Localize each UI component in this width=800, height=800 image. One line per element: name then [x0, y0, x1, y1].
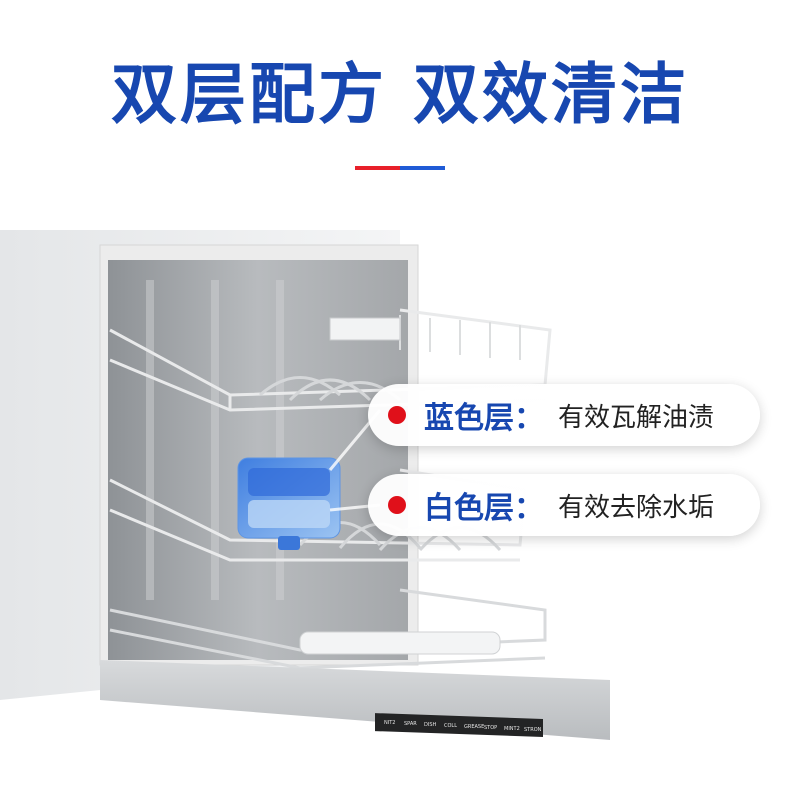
callout-blue-layer: 蓝色层： 有效瓦解油渍	[368, 384, 760, 446]
callout-label: 蓝色层：	[424, 401, 544, 436]
headline: 双层配方 双效清洁	[111, 56, 689, 133]
panel-button-label: GREASE	[464, 724, 484, 730]
panel-button-label: NIT2	[384, 720, 395, 726]
accent-bar-blue	[400, 166, 445, 170]
callout-label: 白色层：	[424, 491, 544, 526]
control-panel-labels: NIT2 SPAR DISH COLL GREASE STOP MINT2 ST…	[384, 720, 542, 733]
callout-white-layer: 白色层： 有效去除水垢	[368, 474, 760, 536]
panel-button-label: DISH	[424, 722, 436, 728]
detergent-tablet	[237, 457, 341, 550]
accent-bar	[355, 166, 445, 170]
panel-button-label: STRON	[524, 727, 542, 733]
panel-button-label: COLL	[444, 723, 457, 729]
accent-bar-red	[355, 166, 400, 170]
panel-button-label: SPAR	[404, 721, 417, 727]
bullet-dot-icon	[388, 406, 406, 424]
control-panel	[375, 713, 543, 737]
callout-description: 有效去除水垢	[558, 492, 715, 523]
panel-button-label: MINT2	[504, 726, 520, 732]
callout-description: 有效瓦解油渍	[558, 402, 715, 433]
bullet-dot-icon	[388, 496, 406, 514]
panel-button-label: STOP	[484, 725, 497, 731]
